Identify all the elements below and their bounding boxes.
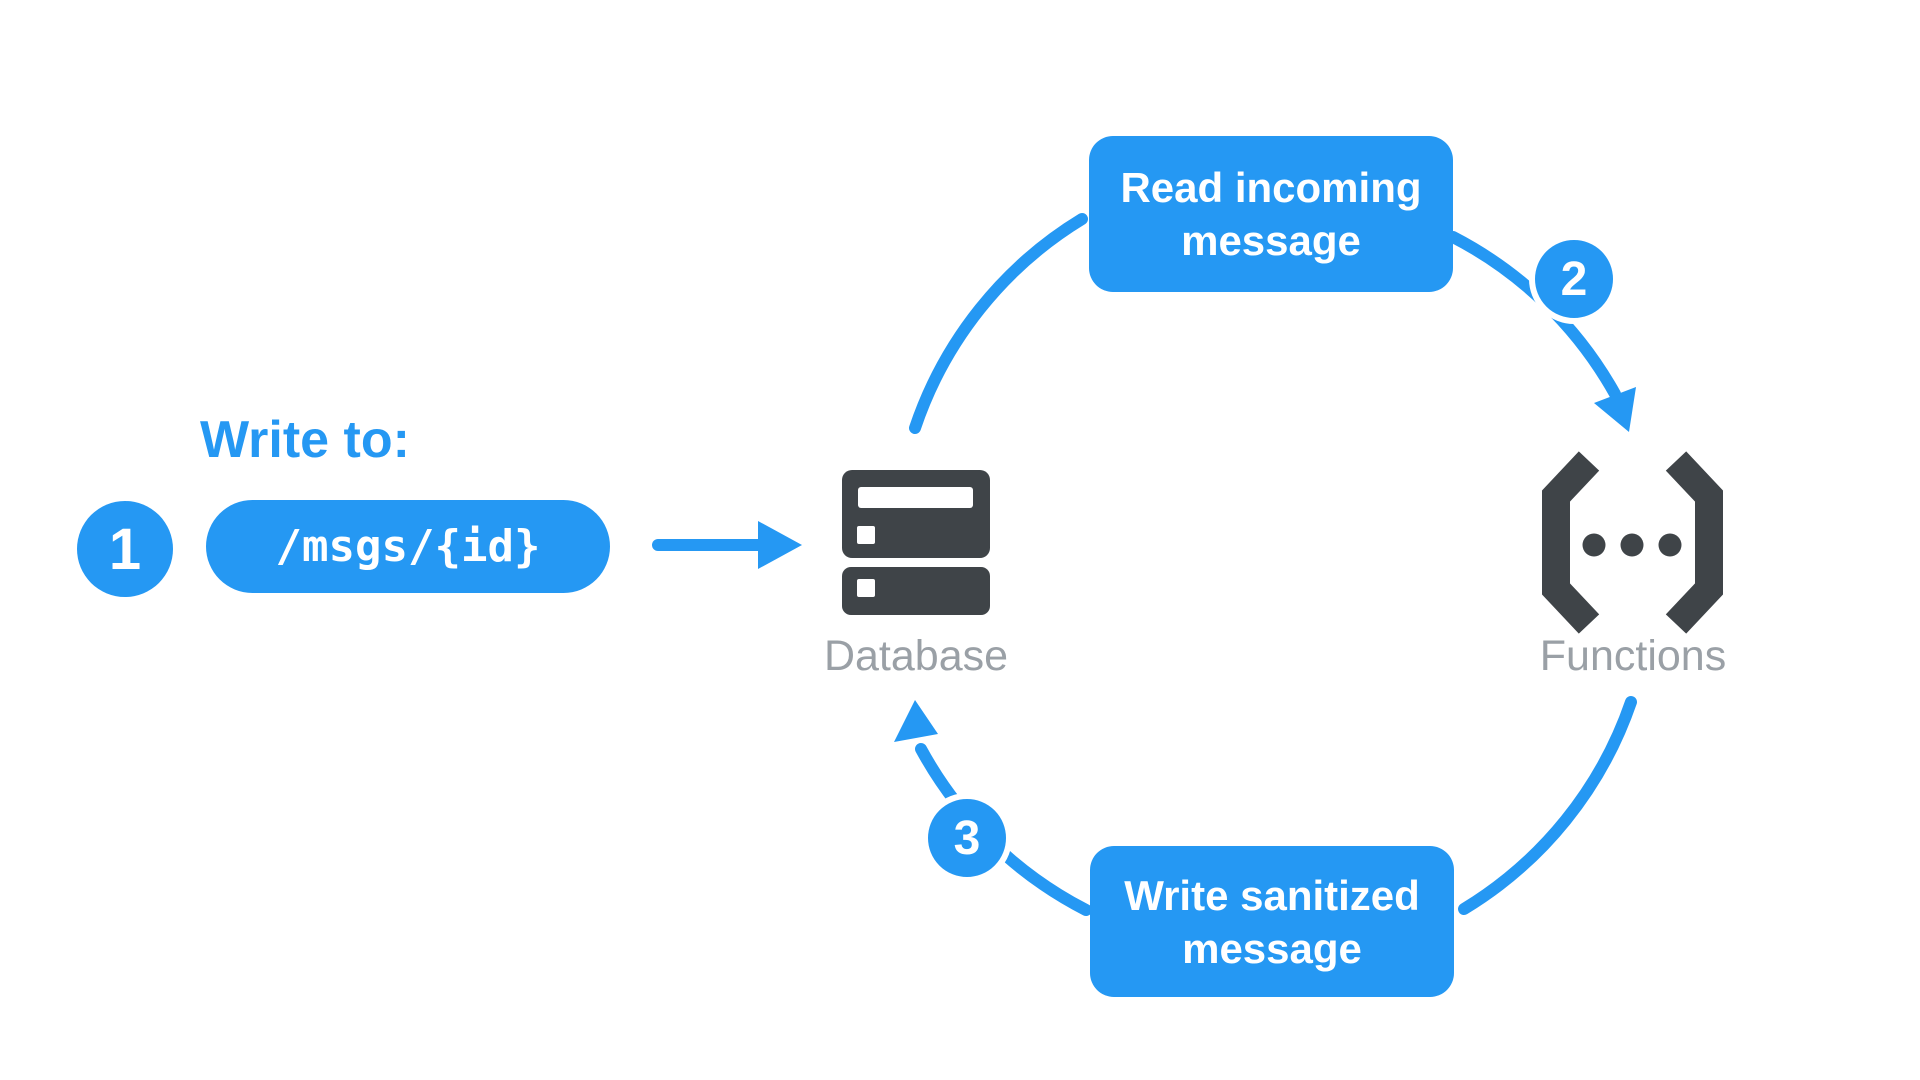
write-message-line2: message	[1182, 924, 1362, 972]
database-label: Database	[823, 632, 1009, 680]
arrow-up-icon	[894, 700, 938, 742]
write-arrow	[652, 521, 802, 569]
functions-label: Functions	[1539, 632, 1727, 680]
read-message-box: Read incoming message	[1089, 136, 1453, 292]
step-badge-3: 3	[922, 793, 1012, 883]
read-message-line2: message	[1181, 217, 1361, 264]
read-message-line1: Read incoming	[1120, 164, 1422, 211]
path-pill: /msgs/{id}	[206, 500, 610, 593]
step-badge-1: 1	[77, 501, 173, 597]
functions-icon	[1542, 451, 1723, 634]
write-to-label: Write to:	[200, 411, 410, 469]
arrow-right-icon	[758, 521, 802, 569]
write-message-box: Write sanitized message	[1090, 846, 1454, 997]
cycle-arc-bottom-right	[1458, 696, 1637, 915]
arrow-down-icon	[1594, 387, 1636, 432]
step-badge-2: 2	[1529, 234, 1619, 324]
cycle-arc-top-left	[909, 213, 1088, 434]
write-message-line1: Write sanitized	[1124, 871, 1420, 919]
database-icon	[842, 470, 990, 615]
